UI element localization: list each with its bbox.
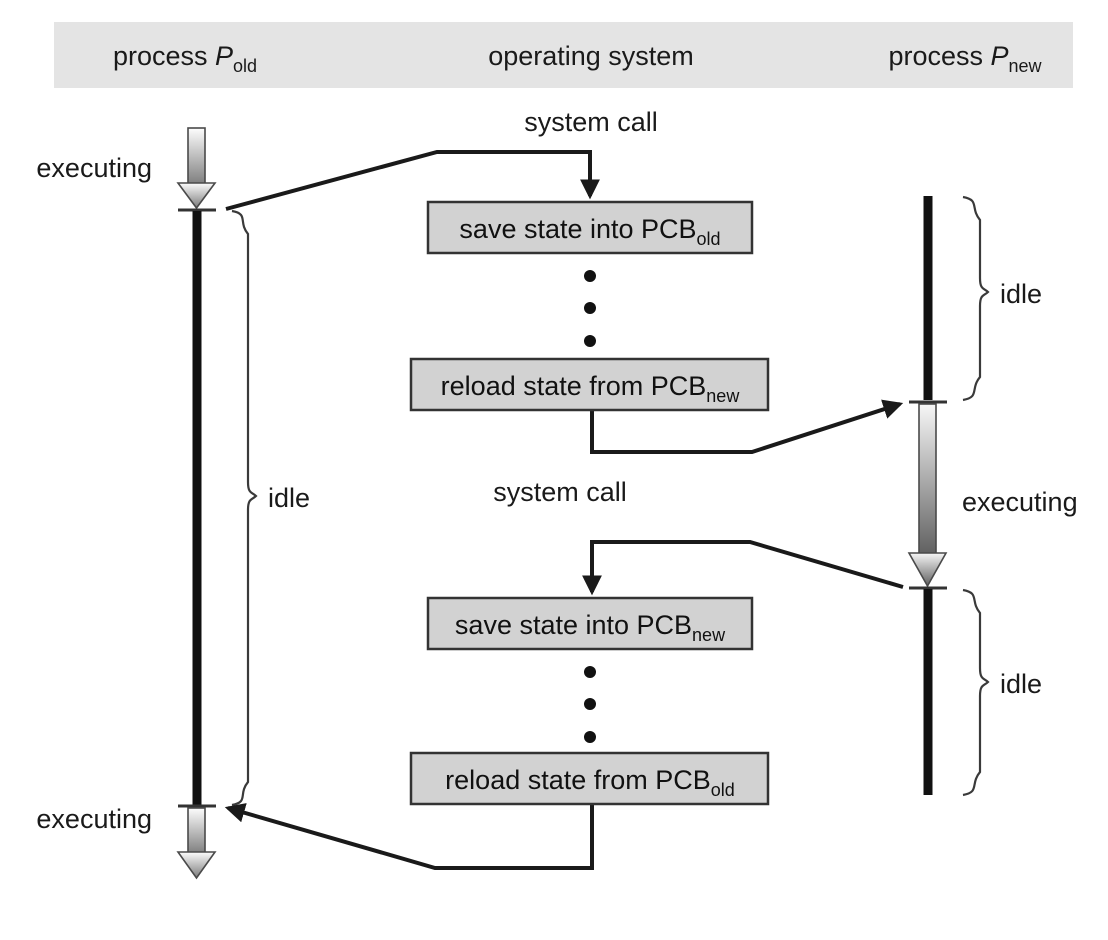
brace-idle-right-top [962,195,990,402]
box-reload-state-pcb-new-label: reload state from PCBnew [441,371,741,406]
flow-syscall-old-to-save [225,150,600,211]
box-reload-state-pcb-new: reload state from PCBnew [409,357,770,412]
brace-idle-left [231,209,258,807]
left-executing-arrow-bottom [176,807,217,880]
label-idle-right-bottom: idle [1000,669,1042,699]
box-reload-state-pcb-old: reload state from PCBold [409,751,770,806]
right-executing-arrow [907,403,948,588]
label-executing-left-top: executing [36,153,152,183]
header-center-label: operating system [488,41,694,71]
label-system-call-2: system call [493,477,627,507]
flow-reload-new-to-pnew [590,399,904,454]
header-bar [54,22,1073,88]
label-executing-left-bottom: executing [36,804,152,834]
label-executing-right: executing [962,487,1078,517]
header-left-label: process Pold [113,41,257,76]
flow-reload-old-to-pold [224,803,594,870]
box-reload-state-pcb-old-label: reload state from PCBold [445,765,735,800]
box-save-state-pcb-new: save state into PCBnew [426,596,754,651]
label-idle-left: idle [268,483,310,513]
brace-idle-right-bottom [962,588,990,797]
box-save-state-pcb-new-label: save state into PCBnew [455,610,726,645]
box-save-state-pcb-old: save state into PCBold [426,200,754,255]
box-save-state-pcb-old-label: save state into PCBold [459,214,720,249]
left-executing-arrow-top [176,127,217,210]
ellipsis-dots-lower [584,666,596,743]
ellipsis-dots-upper [584,270,596,347]
header-right-label: process Pnew [888,41,1042,76]
label-idle-right-top: idle [1000,279,1042,309]
label-system-call-1: system call [524,107,658,137]
flow-syscall-new-to-save [582,540,904,596]
